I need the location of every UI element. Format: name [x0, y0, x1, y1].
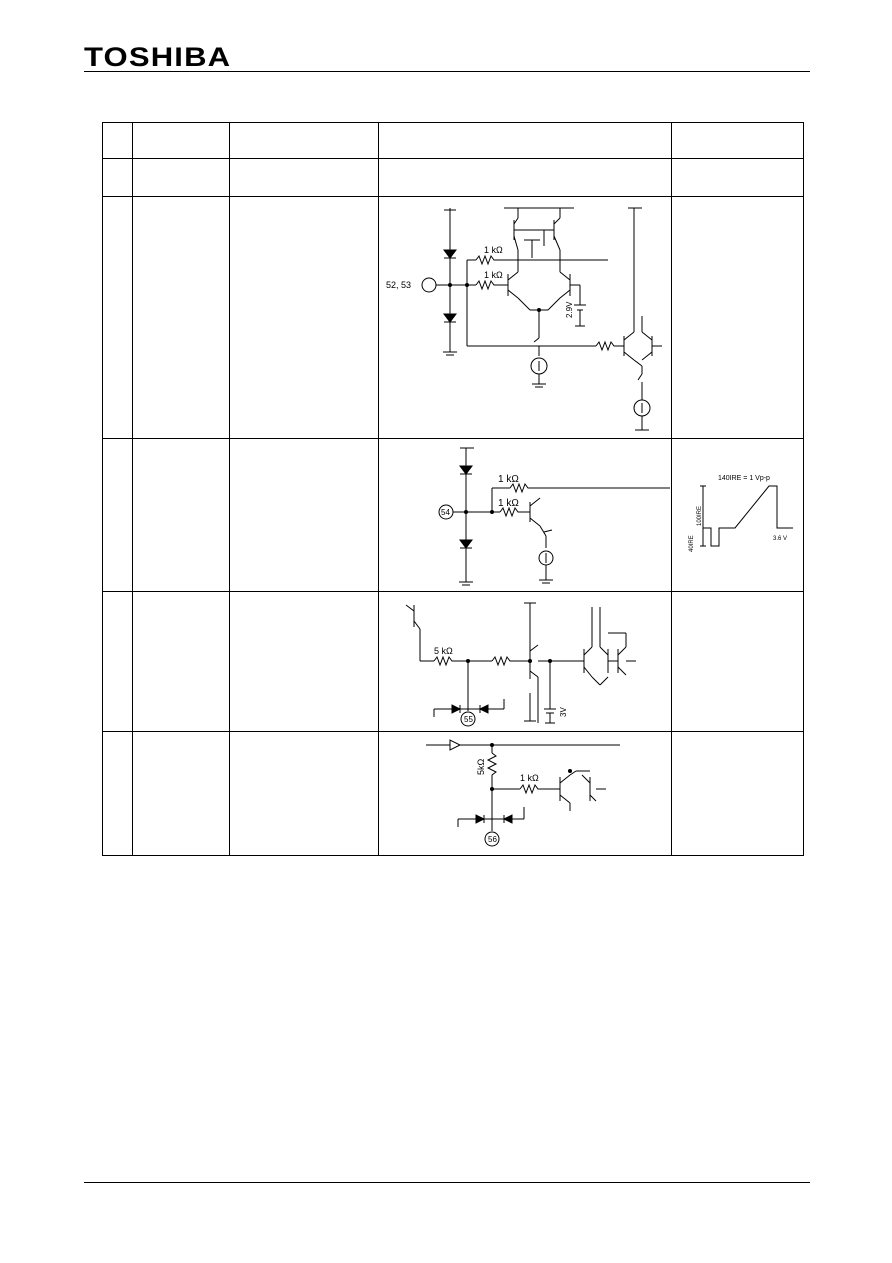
- resistor-label: 5 kΩ: [434, 646, 453, 656]
- circuit-diagram-pin-56: 56 5kΩ 1 kΩ: [426, 739, 620, 847]
- resistor-label-top: 1 kΩ: [484, 245, 503, 255]
- waveform-label-100ire: 100IRE: [697, 506, 703, 526]
- video-signal-waveform: 140IRE = 1 Vp-p 100IRE 40IRE 3.6 V: [689, 475, 793, 552]
- circuit-diagram-pin-54: 54 1 kΩ 1 kΩ: [438, 447, 670, 586]
- pin-function-table: 1 kΩ 1 kΩ 52, 53 2.9V: [102, 122, 804, 856]
- pin-number-56: 56: [488, 835, 497, 844]
- waveform-label-140ire: 140IRE = 1 Vp-p: [718, 475, 770, 482]
- pin-number-55: 55: [464, 715, 473, 724]
- reference-voltage-label: 2.9V: [565, 301, 574, 318]
- pin-number-54: 54: [441, 508, 450, 517]
- resistor-label-bottom: 1 kΩ: [498, 498, 519, 509]
- header-rule: [84, 71, 810, 72]
- toshiba-logo: TOSHIBA: [84, 42, 232, 72]
- resistor-label-horizontal: 1 kΩ: [520, 773, 539, 783]
- row-divider-3: [103, 438, 803, 439]
- column-divider-3: [378, 123, 379, 855]
- row-divider-1: [103, 158, 803, 159]
- reference-voltage-label: 3V: [559, 707, 568, 717]
- resistor-label-vertical: 5kΩ: [476, 758, 486, 775]
- resistor-label-bottom: 1 kΩ: [484, 270, 503, 280]
- row-divider-4: [103, 591, 803, 592]
- pin-label-52-53: 52, 53: [386, 280, 411, 290]
- column-divider-1: [132, 123, 133, 855]
- waveform-label-dc-level: 3.6 V: [773, 536, 787, 542]
- circuit-diagram-pin-55: 55 5 kΩ 3V: [405, 602, 636, 727]
- row-divider-2: [103, 196, 803, 197]
- row-divider-5: [103, 731, 803, 732]
- resistor-label-top: 1 kΩ: [498, 474, 519, 485]
- column-divider-4: [671, 123, 672, 855]
- column-divider-2: [229, 123, 230, 855]
- circuit-diagram-pins-52-53: 1 kΩ 1 kΩ 52, 53 2.9V: [386, 207, 662, 431]
- waveform-label-40ire: 40IRE: [689, 535, 695, 552]
- footer-rule: [84, 1182, 810, 1183]
